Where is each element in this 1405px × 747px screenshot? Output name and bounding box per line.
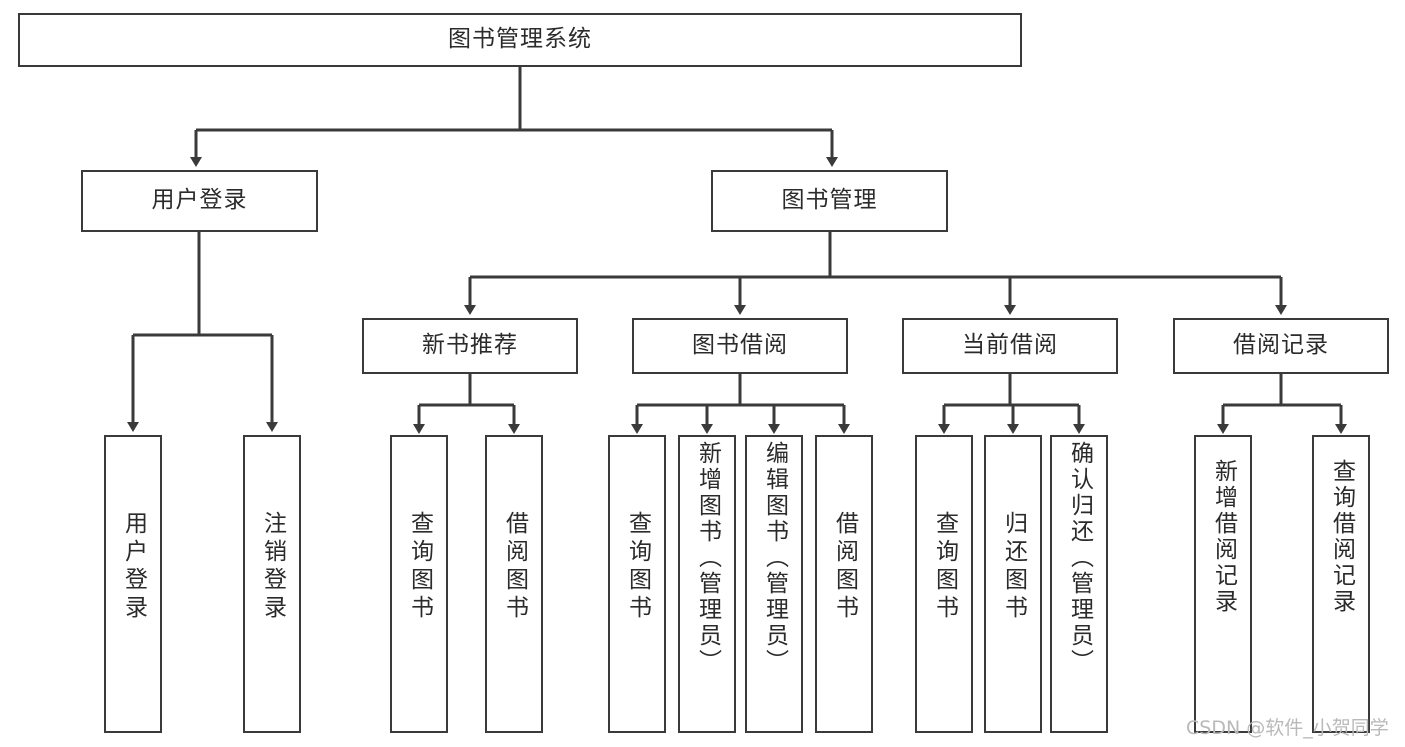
node-new-book-rec[interactable]: 新书推荐 [362, 318, 578, 374]
node-leaf-query-book-1[interactable]: 查询图书 [390, 435, 448, 733]
node-borrow-record-label: 借阅记录 [1233, 332, 1329, 359]
node-current-borrow-label: 当前借阅 [962, 332, 1058, 359]
node-leaf-add-book-admin[interactable]: 新增图书（管理员） [678, 435, 736, 733]
node-book-borrow[interactable]: 图书借阅 [632, 318, 848, 374]
node-current-borrow[interactable]: 当前借阅 [902, 318, 1118, 374]
node-leaf-query-book-1-label: 查询图书 [406, 511, 433, 623]
node-user-login[interactable]: 用户登录 [81, 170, 318, 232]
node-root[interactable]: 图书管理系统 [18, 13, 1022, 67]
node-leaf-query-book-2-label: 查询图书 [624, 511, 651, 623]
node-leaf-query-book-3[interactable]: 查询图书 [915, 435, 973, 733]
node-leaf-query-record[interactable]: 查询借阅记录 [1312, 435, 1370, 733]
node-leaf-confirm-return-admin[interactable]: 确认归还（管理员） [1050, 435, 1108, 733]
node-user-login-label: 用户登录 [151, 187, 248, 214]
node-book-manage[interactable]: 图书管理 [711, 170, 948, 232]
node-leaf-return-book-label: 归还图书 [1000, 511, 1027, 623]
node-book-borrow-label: 图书借阅 [692, 332, 788, 359]
node-leaf-borrow-book-2[interactable]: 借阅图书 [815, 435, 873, 733]
node-leaf-borrow-book-2-label: 借阅图书 [831, 511, 858, 623]
node-leaf-user-login-label: 用户登录 [120, 511, 147, 623]
node-leaf-user-logout[interactable]: 注销登录 [243, 435, 301, 733]
node-root-label: 图书管理系统 [448, 26, 592, 53]
node-leaf-user-login[interactable]: 用户登录 [104, 435, 162, 733]
node-leaf-edit-book-admin[interactable]: 编辑图书（管理员） [745, 435, 803, 733]
node-leaf-query-book-2[interactable]: 查询图书 [608, 435, 666, 733]
node-leaf-add-record-label: 新增借阅记录 [1210, 459, 1237, 615]
node-leaf-confirm-return-admin-label: 确认归还（管理员） [1066, 441, 1093, 675]
node-leaf-borrow-book-1[interactable]: 借阅图书 [485, 435, 543, 733]
node-new-book-rec-label: 新书推荐 [422, 332, 518, 359]
node-leaf-query-book-3-label: 查询图书 [931, 511, 958, 623]
node-leaf-add-book-admin-label: 新增图书（管理员） [694, 441, 721, 675]
node-leaf-add-record[interactable]: 新增借阅记录 [1194, 435, 1252, 733]
node-leaf-borrow-book-1-label: 借阅图书 [501, 511, 528, 623]
node-leaf-user-logout-label: 注销登录 [259, 511, 286, 623]
node-leaf-edit-book-admin-label: 编辑图书（管理员） [761, 441, 788, 675]
node-leaf-return-book[interactable]: 归还图书 [984, 435, 1042, 733]
node-borrow-record[interactable]: 借阅记录 [1173, 318, 1389, 374]
csdn-watermark: CSDN @软件_小贺同学 [1186, 717, 1389, 739]
node-leaf-query-record-label: 查询借阅记录 [1328, 459, 1355, 615]
node-book-manage-label: 图书管理 [781, 187, 878, 214]
